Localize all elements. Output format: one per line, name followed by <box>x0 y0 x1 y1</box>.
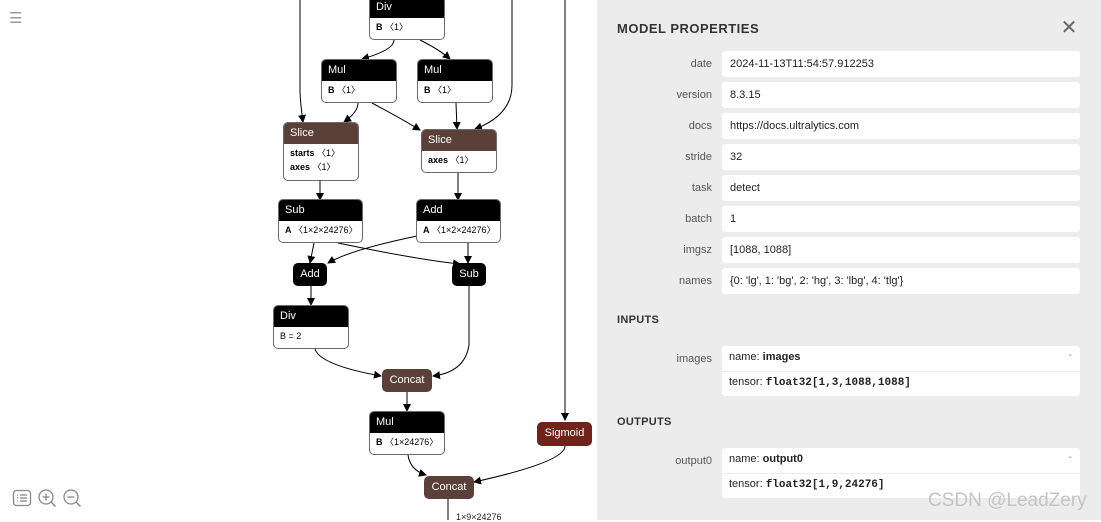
property-label: docs <box>688 120 712 132</box>
node-sigmoid[interactable]: Sigmoid <box>537 422 592 446</box>
node-title: Mul <box>418 60 492 81</box>
edge <box>337 242 461 268</box>
edge <box>474 0 513 131</box>
node-attribute: A 〈1×2×24276〉 <box>423 225 496 235</box>
node-attribute: B 〈1×24276〉 <box>376 437 439 447</box>
property-value: [1088, 1088] <box>722 237 1080 263</box>
property-label: batch <box>685 213 712 225</box>
property-value: {0: 'lg', 1: 'bg', 2: 'hg', 3: 'lbg', 4:… <box>722 268 1080 294</box>
node-add[interactable]: Add A 〈1×2×24276〉 <box>416 199 501 243</box>
node-attribute: axes 〈1〉 <box>290 162 336 172</box>
edge <box>343 102 359 123</box>
property-label: imgsz <box>683 244 712 256</box>
output-label: output0 <box>675 455 712 467</box>
edge <box>327 235 418 264</box>
node-div[interactable]: Div B 〈1〉 <box>369 0 445 40</box>
graph-edges <box>298 0 569 520</box>
separator <box>722 371 1080 372</box>
edge <box>473 445 566 485</box>
node-title: Sub <box>279 200 362 221</box>
node-title: Slice <box>284 123 358 144</box>
close-icon[interactable]: ✕ <box>1060 17 1078 39</box>
node-title: Slice <box>422 130 496 151</box>
inputs-section-title: INPUTS <box>617 314 660 326</box>
output-item[interactable]: name: output0 - tensor: float32[1,9,2427… <box>722 448 1080 498</box>
expand-toggle[interactable]: - <box>1068 452 1072 463</box>
edge <box>298 0 307 123</box>
node-mul[interactable]: Mul B 〈1×24276〉 <box>369 411 445 455</box>
node-sub[interactable]: Sub A 〈1×2×24276〉 <box>278 199 363 243</box>
property-label: task <box>691 182 712 194</box>
property-label: stride <box>685 151 712 163</box>
zoom-out-icon[interactable] <box>62 488 82 508</box>
node-attribute: B 〈1〉 <box>424 85 457 95</box>
input-name: name: images <box>729 351 801 363</box>
edge <box>361 39 395 61</box>
edge <box>371 102 421 131</box>
property-label: names <box>678 275 712 287</box>
node-attribute: B = 2 <box>280 331 302 341</box>
node-attribute: B 〈1〉 <box>328 85 361 95</box>
property-value: 32 <box>722 144 1080 170</box>
node-mul[interactable]: Mul B 〈1〉 <box>321 59 397 103</box>
edge <box>452 102 461 130</box>
node-sub[interactable]: Sub <box>452 263 486 286</box>
node-attribute: B 〈1〉 <box>376 22 409 32</box>
model-properties-panel: MODEL PROPERTIES ✕ date 2024-11-13T11:54… <box>597 0 1101 520</box>
node-add[interactable]: Add <box>293 263 327 286</box>
node-concat[interactable]: Concat <box>382 369 432 392</box>
node-attribute: A 〈1×2×24276〉 <box>285 225 358 235</box>
edge <box>432 286 470 380</box>
output-name: name: output0 <box>729 453 803 465</box>
zoom-in-icon[interactable] <box>37 488 57 508</box>
menu-icon[interactable]: ☰ <box>9 10 23 27</box>
node-title: Mul <box>322 60 396 81</box>
node-slice[interactable]: Slice axes 〈1〉 <box>421 129 497 173</box>
node-concat[interactable]: Concat <box>424 476 474 499</box>
input-item[interactable]: name: images - tensor: float32[1,3,1088,… <box>722 346 1080 396</box>
property-value: https://docs.ultralytics.com <box>722 113 1080 139</box>
edge <box>407 454 427 477</box>
watermark: CSDN @LeadZery <box>928 490 1087 511</box>
edge <box>314 348 382 379</box>
edge <box>307 242 316 264</box>
node-attribute: starts 〈1〉 <box>290 148 341 158</box>
property-label: version <box>676 89 712 101</box>
property-value: detect <box>722 175 1080 201</box>
separator <box>722 473 1080 474</box>
graph-canvas[interactable]: Div B 〈1〉 Mul B 〈1〉 Mul B 〈1〉 Slice star… <box>0 0 597 522</box>
node-title: Div <box>370 0 444 18</box>
node-attribute: axes 〈1〉 <box>428 155 474 165</box>
node-title: Div <box>274 306 348 327</box>
node-slice[interactable]: Slice starts 〈1〉 axes 〈1〉 <box>283 122 359 181</box>
panel-title: MODEL PROPERTIES <box>617 21 760 36</box>
input-label: images <box>676 353 712 365</box>
edge-shape-label: 1×9×24276 <box>456 512 502 522</box>
property-value: 8.3.15 <box>722 82 1080 108</box>
node-mul[interactable]: Mul B 〈1〉 <box>417 59 493 103</box>
property-label: date <box>690 58 712 70</box>
node-title: Add <box>417 200 500 221</box>
outputs-section-title: OUTPUTS <box>617 416 672 428</box>
node-div[interactable]: Div B = 2 <box>273 305 349 349</box>
property-value: 1 <box>722 206 1080 232</box>
edge <box>419 39 451 60</box>
property-value: 2024-11-13T11:54:57.912253 <box>722 51 1080 77</box>
node-title: Mul <box>370 412 444 433</box>
list-icon[interactable] <box>12 488 32 508</box>
expand-toggle[interactable]: - <box>1068 350 1072 361</box>
output-tensor: tensor: float32[1,9,24276] <box>729 478 885 491</box>
input-tensor: tensor: float32[1,3,1088,1088] <box>729 376 911 389</box>
